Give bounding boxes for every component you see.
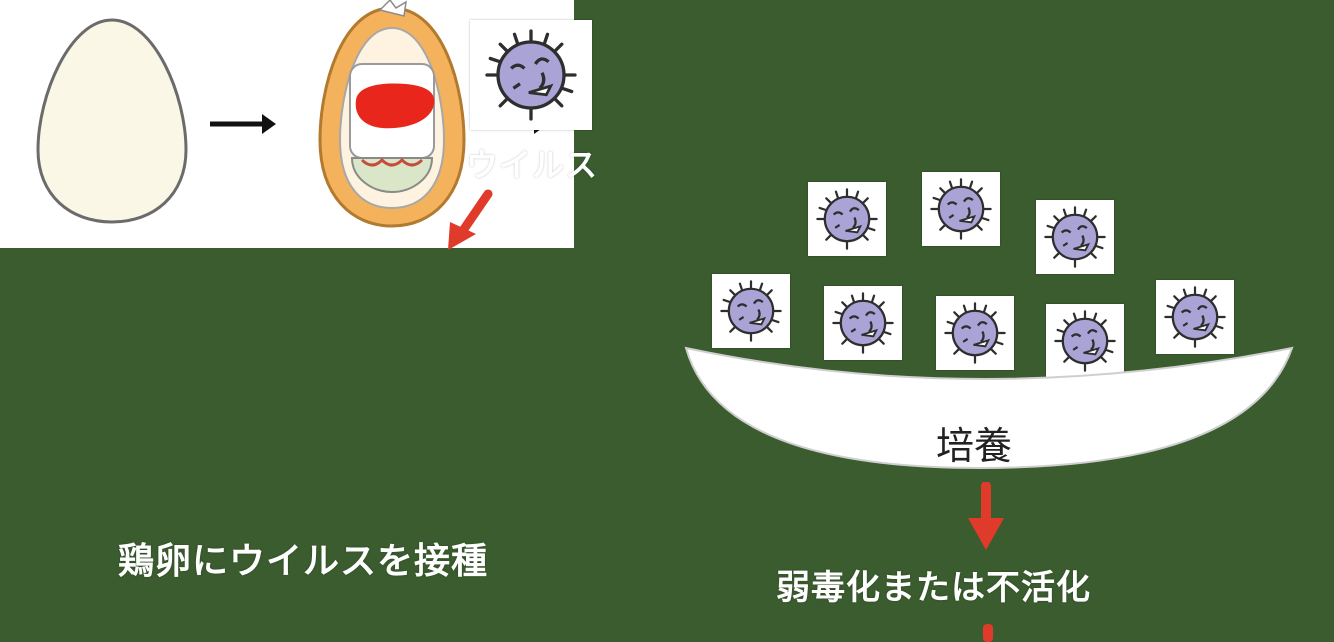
inoculated-egg-icon [318, 0, 466, 228]
down-arrow-icon [968, 482, 1004, 550]
culture-dish-icon [684, 346, 1294, 470]
culture-label: 培養 [936, 424, 1013, 468]
virus-icon [712, 274, 790, 348]
cultured-virus-card [808, 182, 886, 256]
cultured-virus-card [1046, 304, 1124, 378]
cultured-virus-card [922, 172, 1000, 246]
cultured-virus-card [1156, 280, 1234, 354]
top-virus-card [470, 20, 592, 130]
continuation-arrow [983, 624, 993, 642]
cultured-virus-card [1036, 200, 1114, 274]
cultured-virus-card [712, 274, 790, 348]
virus-icon [808, 182, 886, 256]
virus-label: ウイルス [466, 146, 599, 184]
virus-icon [1036, 200, 1114, 274]
virus-icon [470, 20, 592, 130]
attenuation-caption: 弱毒化または不活化 [776, 568, 1091, 608]
inoculation-caption: 鶏卵にウイルスを接種 [118, 541, 489, 582]
cultured-virus-card [936, 296, 1014, 370]
cultured-virus-card [824, 286, 902, 360]
virus-icon [922, 172, 1000, 246]
egg-icon [36, 18, 188, 224]
right-arrow-icon [210, 114, 276, 134]
inoculation-arrow [448, 189, 493, 250]
